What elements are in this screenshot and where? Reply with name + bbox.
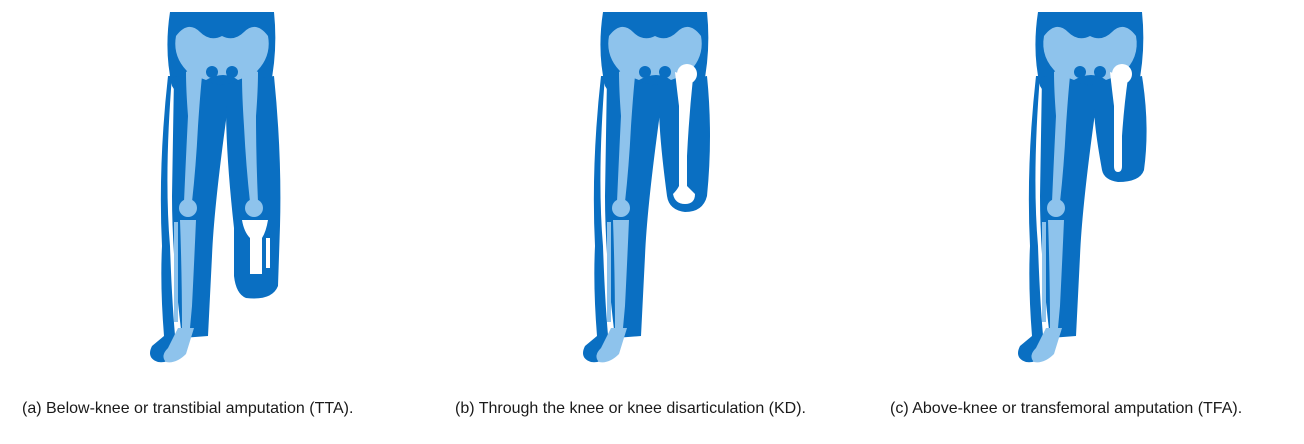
caption-a: (a) Below-knee or transtibial amputation…: [22, 398, 422, 420]
tfa-illustration: [1010, 6, 1190, 366]
right-knee: [245, 199, 263, 217]
left-fibula: [1042, 222, 1046, 322]
left-fibula: [174, 222, 178, 322]
caption-c: (c) Above-knee or transfemoral amputatio…: [890, 398, 1290, 420]
left-knee: [1047, 199, 1065, 217]
figure-panel-b: (b) Through the knee or knee disarticula…: [455, 0, 855, 444]
figure-panel-c: (c) Above-knee or transfemoral amputatio…: [890, 0, 1290, 444]
left-knee: [612, 199, 630, 217]
kd-illustration: [575, 6, 755, 366]
caption-b: (b) Through the knee or knee disarticula…: [455, 398, 855, 420]
left-fibula: [607, 222, 611, 322]
tta-illustration: [142, 6, 322, 366]
figure-panel-a: (a) Below-knee or transtibial amputation…: [22, 0, 422, 444]
left-knee: [179, 199, 197, 217]
